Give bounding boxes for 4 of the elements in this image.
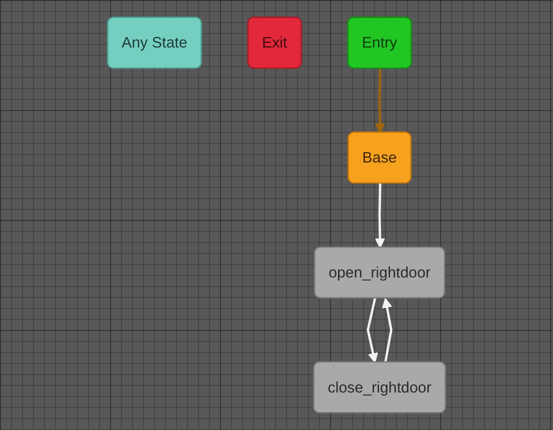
arrow bbox=[374, 68, 386, 134]
arrow bbox=[366, 298, 378, 363]
arrow bbox=[374, 184, 386, 248]
arrow bbox=[382, 298, 392, 363]
